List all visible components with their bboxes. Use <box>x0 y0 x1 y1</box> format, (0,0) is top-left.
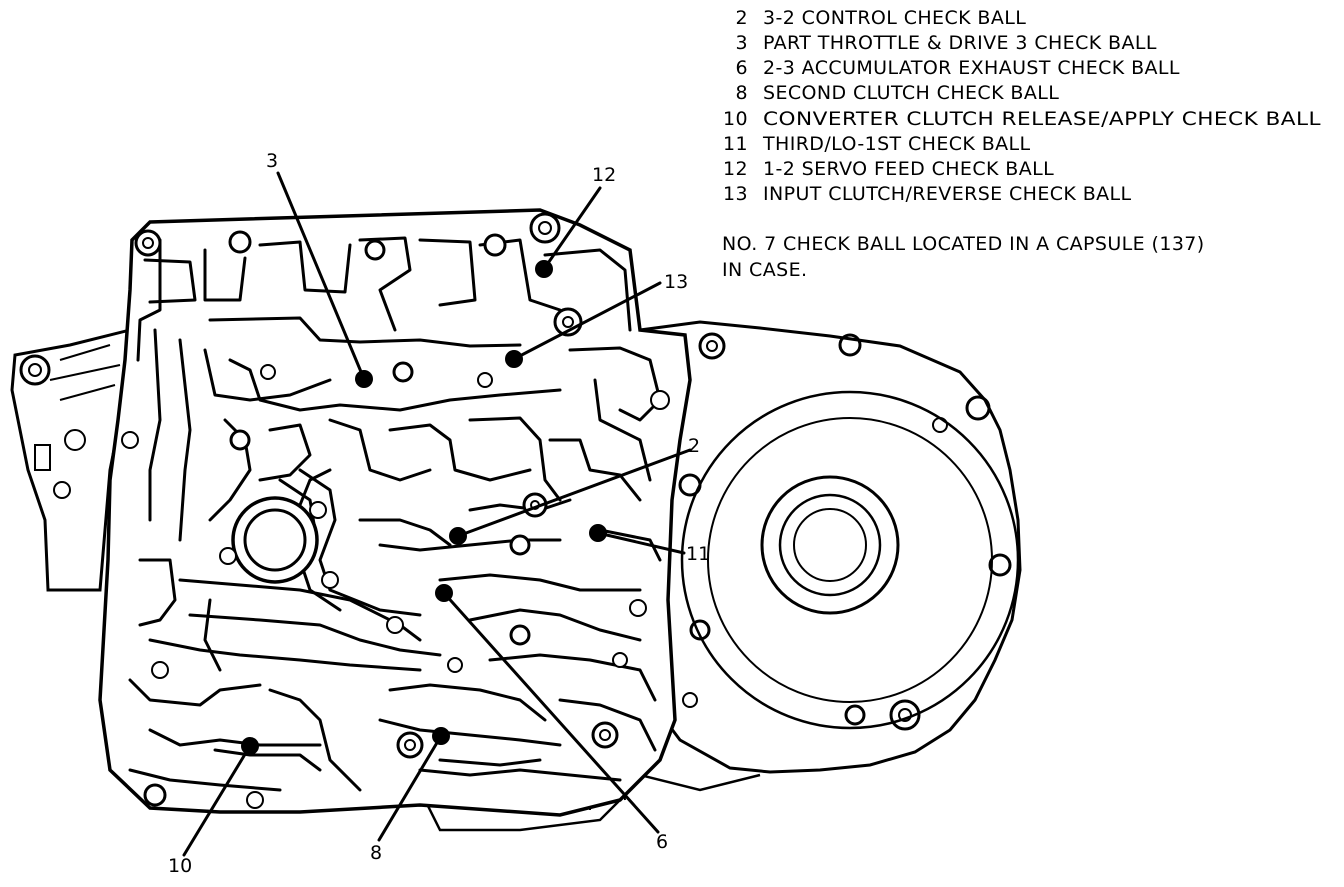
legend-number: 3 <box>736 32 749 54</box>
legend-text: PART THROTTLE & DRIVE 3 CHECK BALL <box>763 32 1157 54</box>
note-line-2: IN CASE. <box>722 259 807 281</box>
legend-item: 3 PART THROTTLE & DRIVE 3 CHECK BALL <box>736 32 1157 54</box>
legend-item: 6 2-3 ACCUMULATOR EXHAUST CHECK BALL <box>736 57 1180 79</box>
callout-11: 11 <box>686 543 710 565</box>
leader-lines <box>182 171 692 857</box>
leader-line-2 <box>456 448 692 538</box>
callout-6: 6 <box>656 831 668 853</box>
legend-number: 6 <box>736 57 749 79</box>
note: NO. 7 CHECK BALL LOCATED IN A CAPSULE (1… <box>722 233 1205 281</box>
callout-numbers: 3 12 13 2 11 6 10 8 <box>168 150 710 877</box>
leader-line-13 <box>512 281 662 361</box>
legend-text: 2-3 ACCUMULATOR EXHAUST CHECK BALL <box>763 57 1180 79</box>
legend: 2 3-2 CONTROL CHECK BALL 3 PART THROTTLE… <box>723 7 1321 205</box>
note-line-1: NO. 7 CHECK BALL LOCATED IN A CAPSULE (1… <box>722 233 1205 255</box>
legend-text: SECOND CLUTCH CHECK BALL <box>763 82 1059 104</box>
callout-8: 8 <box>370 842 382 864</box>
legend-text: THIRD/LO-1ST CHECK BALL <box>762 133 1031 155</box>
callout-2: 2 <box>688 435 700 457</box>
leader-line-11 <box>596 531 686 555</box>
legend-item: 11 THIRD/LO-1ST CHECK BALL <box>723 133 1030 155</box>
leader-line-8 <box>377 734 443 842</box>
legend-number: 12 <box>723 158 748 180</box>
legend-text: INPUT CLUTCH/REVERSE CHECK BALL <box>763 183 1132 205</box>
legend-item: 8 SECOND CLUTCH CHECK BALL <box>736 82 1059 104</box>
leader-line-3 <box>276 171 366 381</box>
callout-13: 13 <box>664 271 688 293</box>
leader-line-10 <box>182 744 252 857</box>
transmission-case <box>418 320 1022 832</box>
callout-10: 10 <box>168 855 192 877</box>
legend-number: 10 <box>723 108 748 130</box>
legend-text: 1-2 SERVO FEED CHECK BALL <box>763 158 1054 180</box>
legend-item: 13 INPUT CLUTCH/REVERSE CHECK BALL <box>723 183 1132 205</box>
legend-item: 10 CONVERTER CLUTCH RELEASE/APPLY CHECK … <box>723 108 1321 130</box>
legend-number: 2 <box>736 7 749 29</box>
leader-line-12 <box>542 186 602 271</box>
legend-number: 11 <box>723 133 748 155</box>
legend-text: CONVERTER CLUTCH RELEASE/APPLY CHECK BAL… <box>763 108 1321 130</box>
leader-line-6 <box>442 591 660 834</box>
valve-body <box>98 208 692 817</box>
legend-item: 12 1-2 SERVO FEED CHECK BALL <box>723 158 1054 180</box>
legend-text: 3-2 CONTROL CHECK BALL <box>763 7 1026 29</box>
callout-3: 3 <box>266 150 278 172</box>
legend-number: 8 <box>736 82 749 104</box>
valve-body-holes <box>121 212 670 809</box>
legend-item: 2 3-2 CONTROL CHECK BALL <box>736 7 1026 29</box>
callout-12: 12 <box>592 164 616 186</box>
legend-number: 13 <box>723 183 748 205</box>
